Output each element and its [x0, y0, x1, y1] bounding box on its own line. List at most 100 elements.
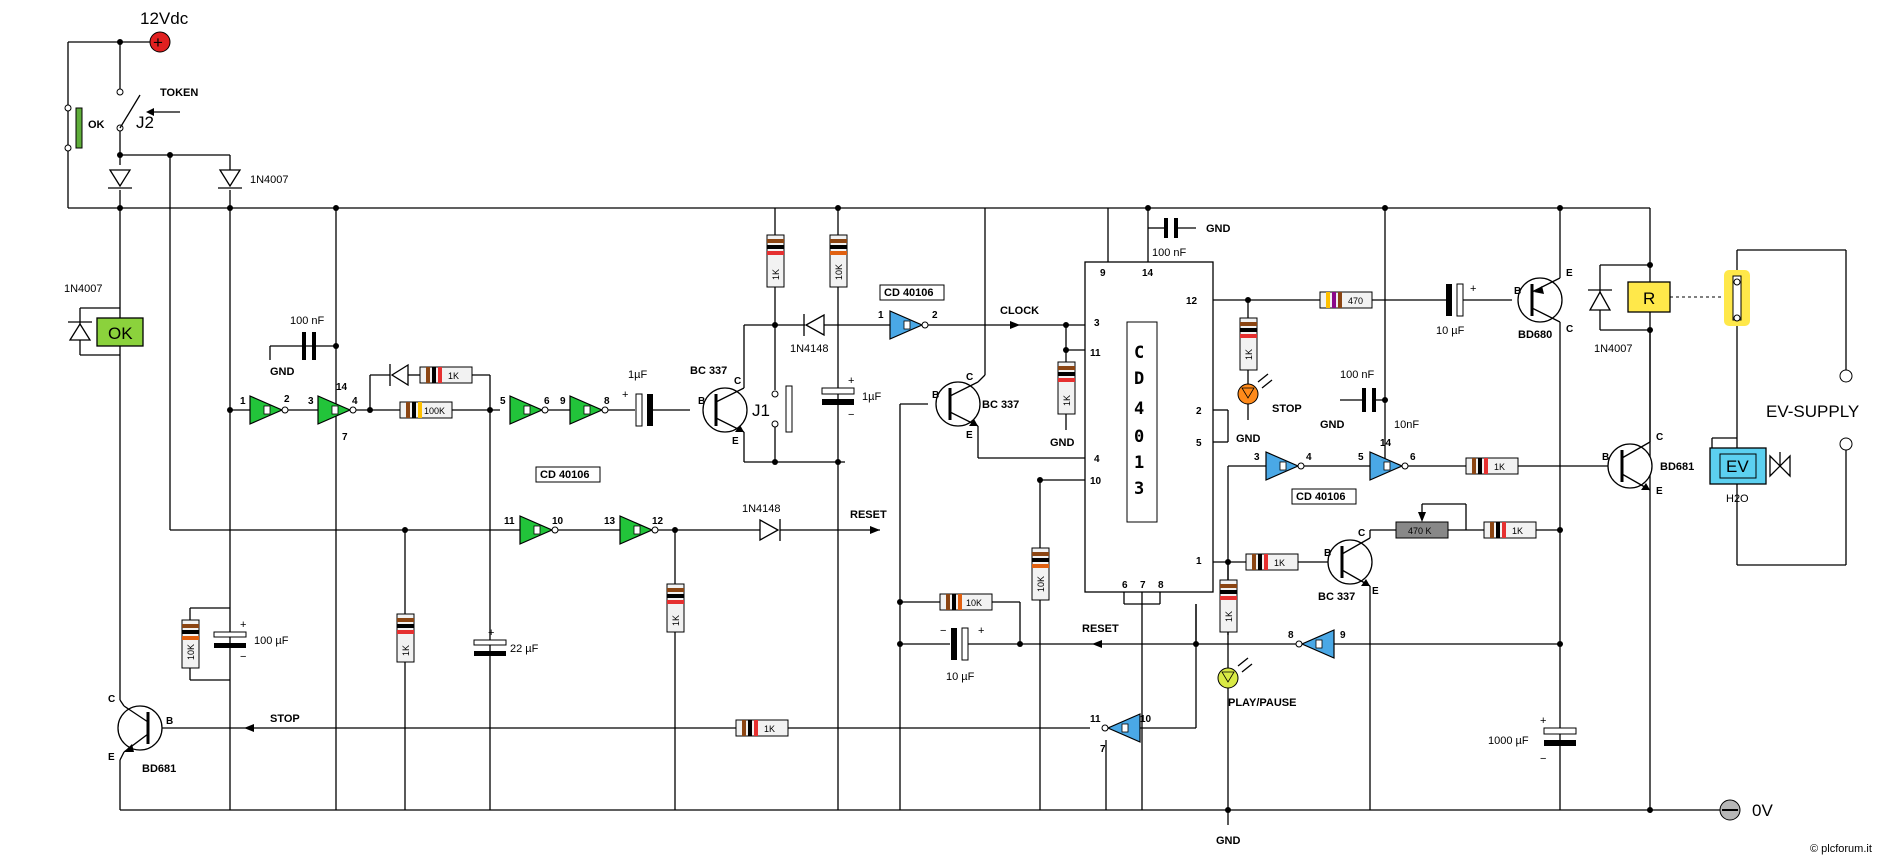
inverter-b5: 11 10 7	[1090, 713, 1152, 810]
transistor-bd681-left: C E B BD681	[108, 694, 1090, 810]
cap-100nf-cd4013: GND 100 nF	[1152, 218, 1231, 259]
resistor-10k-pin10: 10K	[1031, 547, 1050, 601]
resistor-1k-stop-led: 1K	[1239, 317, 1258, 371]
cap-1uf-j1: + 1µF −	[821, 375, 881, 421]
svg-text:+: +	[240, 619, 246, 631]
cap-100nf-right: 100 nF GND 10nF	[1320, 369, 1419, 431]
svg-text:3: 3	[1094, 318, 1100, 329]
svg-text:1K: 1K	[1244, 349, 1254, 360]
svg-text:+: +	[1540, 715, 1546, 727]
reset-label-top: RESET	[850, 509, 887, 521]
cd40106-label-clock: CD 40106	[884, 287, 934, 299]
cd40106-label-right: CD 40106	[1296, 491, 1346, 503]
svg-text:1µF: 1µF	[628, 369, 647, 381]
inverter-b4: 8 9	[1288, 629, 1346, 659]
inverter-g5: 11 10	[490, 515, 564, 545]
resistor-1k-bc337c: 1K	[1245, 553, 1299, 571]
svg-text:7: 7	[1100, 744, 1106, 755]
svg-text:9: 9	[560, 396, 566, 407]
resistor-1k-stop: 1K	[735, 719, 789, 737]
svg-text:B: B	[1324, 548, 1331, 559]
inverter-b2: 3 4	[1254, 451, 1312, 481]
rails	[67, 41, 1720, 811]
relay-label: R	[1643, 289, 1655, 308]
svg-text:2: 2	[1196, 406, 1202, 417]
svg-text:E: E	[1656, 486, 1663, 497]
svg-text:1K: 1K	[401, 645, 411, 656]
svg-text:6: 6	[1410, 452, 1416, 463]
transistor-bd680: B E C BD680	[1514, 208, 1573, 341]
svg-text:14: 14	[336, 382, 348, 393]
cd40106-label-left: CD 40106	[540, 469, 590, 481]
gnd-bottom-label: GND	[1216, 835, 1241, 847]
relay-coil	[1627, 281, 1671, 313]
bc337-c-label: BC 337	[1318, 591, 1355, 603]
svg-text:10 µF: 10 µF	[946, 671, 975, 683]
j1-label: J1	[752, 401, 770, 420]
transistor-bc337-a: B C E BC 337	[690, 325, 845, 463]
resistor-1k-play-led: 1K	[1219, 579, 1238, 633]
cap-22uf: + 22 µF	[473, 627, 539, 656]
inverter-g6: 13 12	[604, 515, 664, 545]
c100uf-label: 100 µF	[254, 635, 289, 647]
svg-text:1K: 1K	[1512, 526, 1523, 536]
diode-top-label: 1N4007	[250, 174, 289, 186]
resistor-10k-reset: 10K	[939, 593, 993, 611]
rc-100uf-branch: 10K + − 100 µF	[181, 208, 289, 810]
token-label: TOKEN	[160, 87, 198, 99]
inverter-g1: 1 2	[230, 394, 290, 425]
svg-text:C: C	[1656, 432, 1663, 443]
svg-text:14: 14	[1142, 268, 1154, 279]
cap-1uf-coupling: + 1µF	[622, 369, 690, 427]
svg-text:−: −	[940, 625, 946, 637]
watermark: © plcforum.it	[1810, 843, 1872, 855]
clock-label: CLOCK	[1000, 305, 1039, 317]
svg-text:C: C	[966, 372, 973, 383]
svg-text:470: 470	[1348, 296, 1363, 306]
svg-text:100K: 100K	[424, 406, 445, 416]
ok-diode-label: 1N4007	[64, 283, 103, 295]
resistor-1k-bd681: 1K	[1465, 457, 1519, 475]
svg-text:6: 6	[1122, 580, 1128, 591]
svg-text:1K: 1K	[448, 371, 459, 381]
svg-text:C: C	[1134, 343, 1144, 363]
led-stop-label: STOP	[1272, 403, 1302, 415]
resistor-1k-top-a: 1K	[766, 234, 785, 288]
svg-text:−: −	[1540, 753, 1546, 765]
svg-text:1µF: 1µF	[862, 391, 881, 403]
inverter-g4: 9 8	[560, 395, 610, 425]
svg-text:4: 4	[352, 396, 358, 407]
c22uf-label: 22 µF	[510, 643, 539, 655]
supply-0v-label: 0V	[1752, 801, 1773, 820]
svg-text:10: 10	[1140, 714, 1152, 725]
inverter-g2: 3 4 14 7	[308, 382, 358, 443]
inverter-b1: 1 2	[878, 310, 938, 340]
svg-text:C: C	[1566, 324, 1573, 335]
svg-text:C: C	[1358, 528, 1365, 539]
svg-text:GND: GND	[1320, 419, 1345, 431]
ok-switch-label: OK	[88, 119, 105, 131]
diode-1n4148-reset: 1N4148	[742, 503, 781, 542]
ev-label: EV	[1726, 457, 1749, 476]
svg-text:10: 10	[552, 516, 564, 527]
h2o-label: H2O	[1726, 493, 1749, 505]
svg-text:14: 14	[1380, 438, 1392, 449]
svg-text:+: +	[978, 625, 984, 637]
svg-text:4: 4	[1134, 399, 1144, 419]
resistor-100k: 100K	[399, 401, 500, 419]
switch-ok: OK	[64, 104, 105, 152]
ok-lamp	[96, 317, 144, 347]
svg-text:9: 9	[1340, 630, 1346, 641]
junctions	[117, 39, 1653, 813]
transistor-bc337-c: B C E BC 337	[1318, 528, 1396, 810]
svg-text:−: −	[240, 651, 246, 663]
svg-text:1: 1	[240, 396, 246, 407]
svg-text:B: B	[1602, 452, 1609, 463]
svg-text:1K: 1K	[1224, 611, 1234, 622]
supply-12v-terminal: + 12Vdc	[140, 9, 189, 53]
resistor-470: 470	[1319, 291, 1373, 309]
svg-text:2: 2	[284, 394, 290, 405]
led-play-pause: PLAY/PAUSE	[1217, 657, 1296, 810]
transistor-bc337-b: B C E BC 337	[899, 208, 1085, 810]
svg-text:11: 11	[1090, 348, 1101, 359]
